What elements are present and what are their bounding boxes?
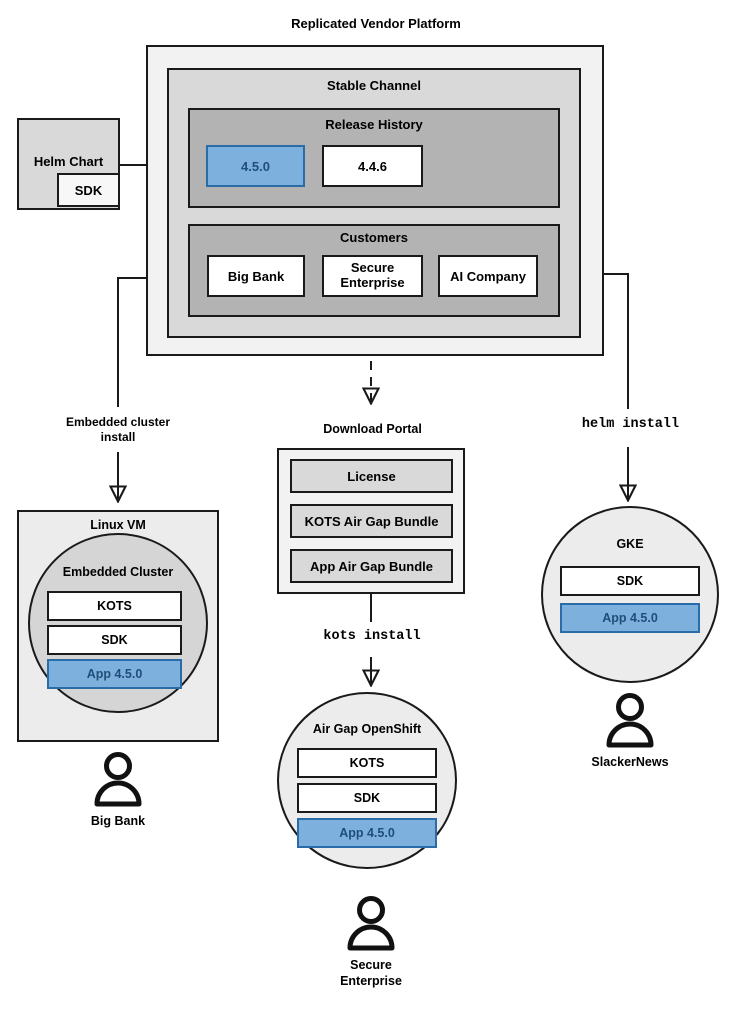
actor-big-bank: Big Bank — [58, 752, 178, 830]
customer-chip-ai-company[interactable]: AI Company — [438, 255, 538, 297]
portal-item-license[interactable]: License — [290, 459, 453, 493]
customer-chip-big-bank[interactable]: Big Bank — [207, 255, 305, 297]
air-gap-component-sdk[interactable]: SDK — [297, 783, 437, 813]
portal-item-kots-air-gap-bundle[interactable]: KOTS Air Gap Bundle — [290, 504, 453, 538]
linux-vm-component-app[interactable]: App 4.5.0 — [47, 659, 182, 689]
actor-label: SlackerNews — [591, 755, 669, 769]
release-chip-4-5-0[interactable]: 4.5.0 — [206, 145, 305, 187]
portal-item-app-air-gap-bundle[interactable]: App Air Gap Bundle — [290, 549, 453, 583]
download-portal-title: Download Portal — [323, 422, 422, 436]
linux-vm-component-sdk[interactable]: SDK — [47, 625, 182, 655]
helm-chart-sdk-node[interactable]: SDK — [57, 173, 120, 207]
customer-chip-secure-enterprise[interactable]: Secure Enterprise — [322, 255, 423, 297]
customers-title: Customers — [340, 230, 408, 245]
person-icon — [94, 752, 142, 807]
release-chip-4-4-6[interactable]: 4.4.6 — [322, 145, 423, 187]
edge-label-embedded-cluster-install: Embedded cluster install — [65, 415, 171, 444]
page-title: Replicated Vendor Platform — [291, 16, 461, 31]
person-icon — [347, 896, 395, 951]
person-icon — [606, 693, 654, 748]
edge-label-kots-install: kots install — [323, 629, 421, 644]
actor-slackernews: SlackerNews — [570, 693, 690, 771]
air-gap-component-kots[interactable]: KOTS — [297, 748, 437, 778]
gke-component-app[interactable]: App 4.5.0 — [560, 603, 700, 633]
release-history-title: Release History — [325, 117, 423, 132]
gke-title: GKE — [616, 537, 644, 551]
stable-channel-title: Stable Channel — [327, 78, 421, 93]
actor-secure-enterprise: Secure Enterprise — [311, 896, 431, 989]
embedded-cluster-title: Embedded Cluster — [62, 565, 174, 579]
actor-label: Big Bank — [90, 814, 146, 828]
air-gap-openshift-title: Air Gap OpenShift — [312, 722, 422, 736]
linux-vm-title: Linux VM — [90, 518, 146, 532]
linux-vm-component-kots[interactable]: KOTS — [47, 591, 182, 621]
gke-component-sdk[interactable]: SDK — [560, 566, 700, 596]
edge-label-helm-install: helm install — [581, 417, 680, 432]
actor-label: Secure Enterprise — [340, 958, 402, 988]
air-gap-component-app[interactable]: App 4.5.0 — [297, 818, 437, 848]
